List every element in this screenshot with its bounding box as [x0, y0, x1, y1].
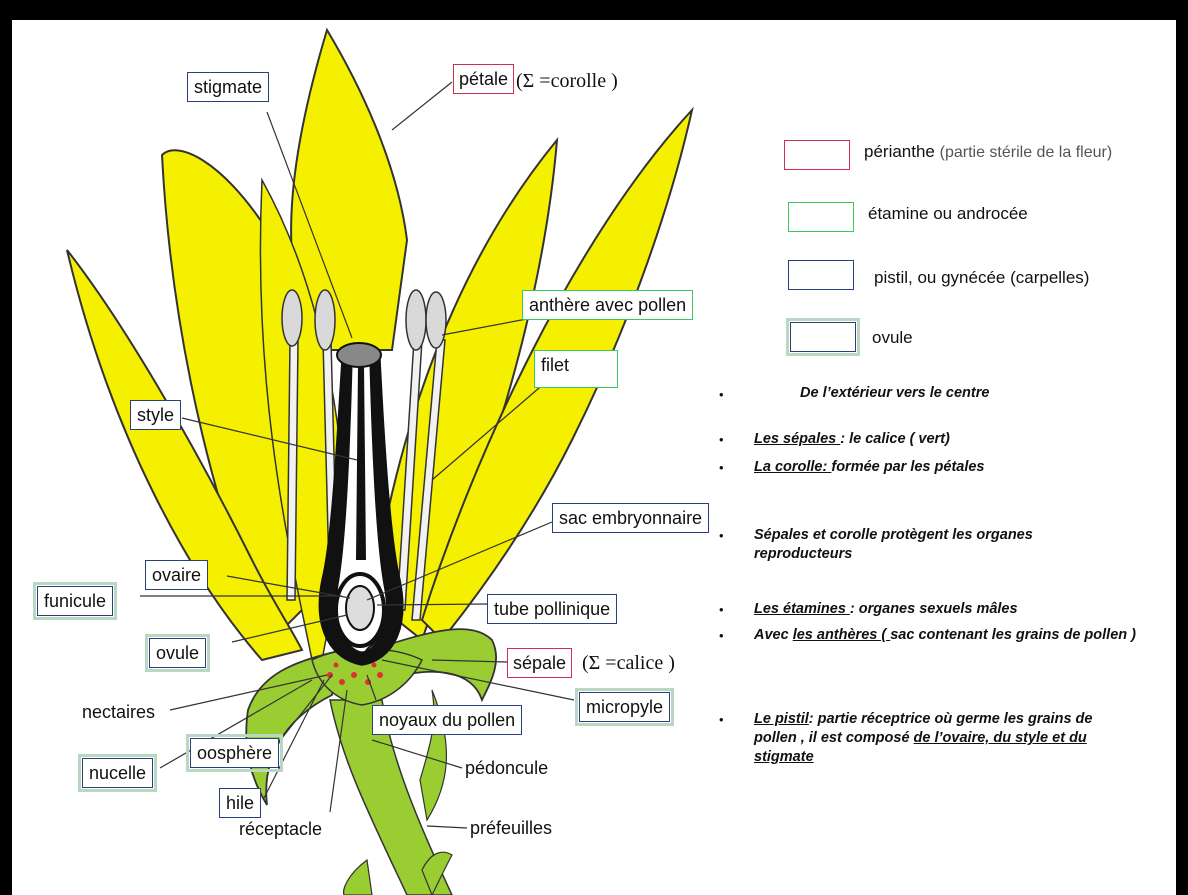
label-funicule: funicule	[37, 586, 113, 616]
bullet: •	[719, 602, 724, 617]
note-protegent: Sépales et corolle protègent les organes…	[754, 526, 1134, 564]
label-petale-sigma: (Σ =corolle )	[516, 70, 618, 93]
note-etamines: Les étamines : organes sexuels mâles	[754, 600, 1018, 619]
note-antheres: Avec les anthères ( sac contenant les gr…	[754, 626, 1154, 645]
bullet: •	[719, 432, 724, 447]
note-sepales: Les sépales : le calice ( vert)	[754, 430, 950, 449]
label-oosphere: oosphère	[190, 738, 279, 768]
label-filet: filet	[534, 350, 618, 388]
note-corolle: La corolle: formée par les pétales	[754, 458, 985, 477]
bullet: •	[719, 628, 724, 643]
label-stigmate: stigmate	[187, 72, 269, 102]
legend-swatch-pistil	[788, 260, 854, 290]
legend-label-etamine: étamine ou androcée	[868, 204, 1028, 224]
label-sepale: sépale	[507, 648, 572, 678]
label-noyaux: noyaux du pollen	[372, 705, 522, 735]
label-petale: pétale	[453, 64, 514, 94]
legend-label-perianthe: périanthe (partie stérile de la fleur)	[864, 142, 1112, 162]
label-tube: tube pollinique	[487, 594, 617, 624]
embryo-sac	[346, 586, 374, 630]
bullet: •	[719, 387, 724, 402]
bract-left	[344, 860, 372, 895]
legend-swatch-ovule	[790, 322, 856, 352]
label-micropyle: micropyle	[579, 692, 670, 722]
label-nucelle: nucelle	[82, 758, 153, 788]
legend-label-ovule: ovule	[872, 328, 913, 348]
label-ovaire: ovaire	[145, 560, 208, 590]
label-sepale-sigma: (Σ =calice )	[582, 652, 675, 675]
legend-swatch-etamine	[788, 202, 854, 232]
label-ovule: ovule	[149, 638, 206, 668]
label-pedoncule: pédoncule	[465, 757, 548, 779]
label-sac: sac embryonnaire	[552, 503, 709, 533]
label-hile: hile	[219, 788, 261, 818]
label-prefeuilles: préfeuilles	[470, 817, 552, 839]
legend-label-pistil: pistil, ou gynécée (carpelles)	[874, 268, 1089, 288]
diagram-frame: stigmate pétale (Σ =corolle ) anthère av…	[12, 20, 1176, 895]
label-nectaires: nectaires	[82, 701, 155, 723]
note-exterieur: De l’extérieur vers le centre	[800, 384, 989, 403]
bullet: •	[719, 460, 724, 475]
label-anthere: anthère avec pollen	[522, 290, 693, 320]
legend-swatch-perianthe	[784, 140, 850, 170]
bullet: •	[719, 712, 724, 727]
label-style: style	[130, 400, 181, 430]
note-pistil: Le pistil: partie réceptrice où germe le…	[754, 710, 1139, 767]
bullet: •	[719, 528, 724, 543]
stigma	[337, 343, 381, 367]
label-receptacle: réceptacle	[239, 818, 322, 840]
